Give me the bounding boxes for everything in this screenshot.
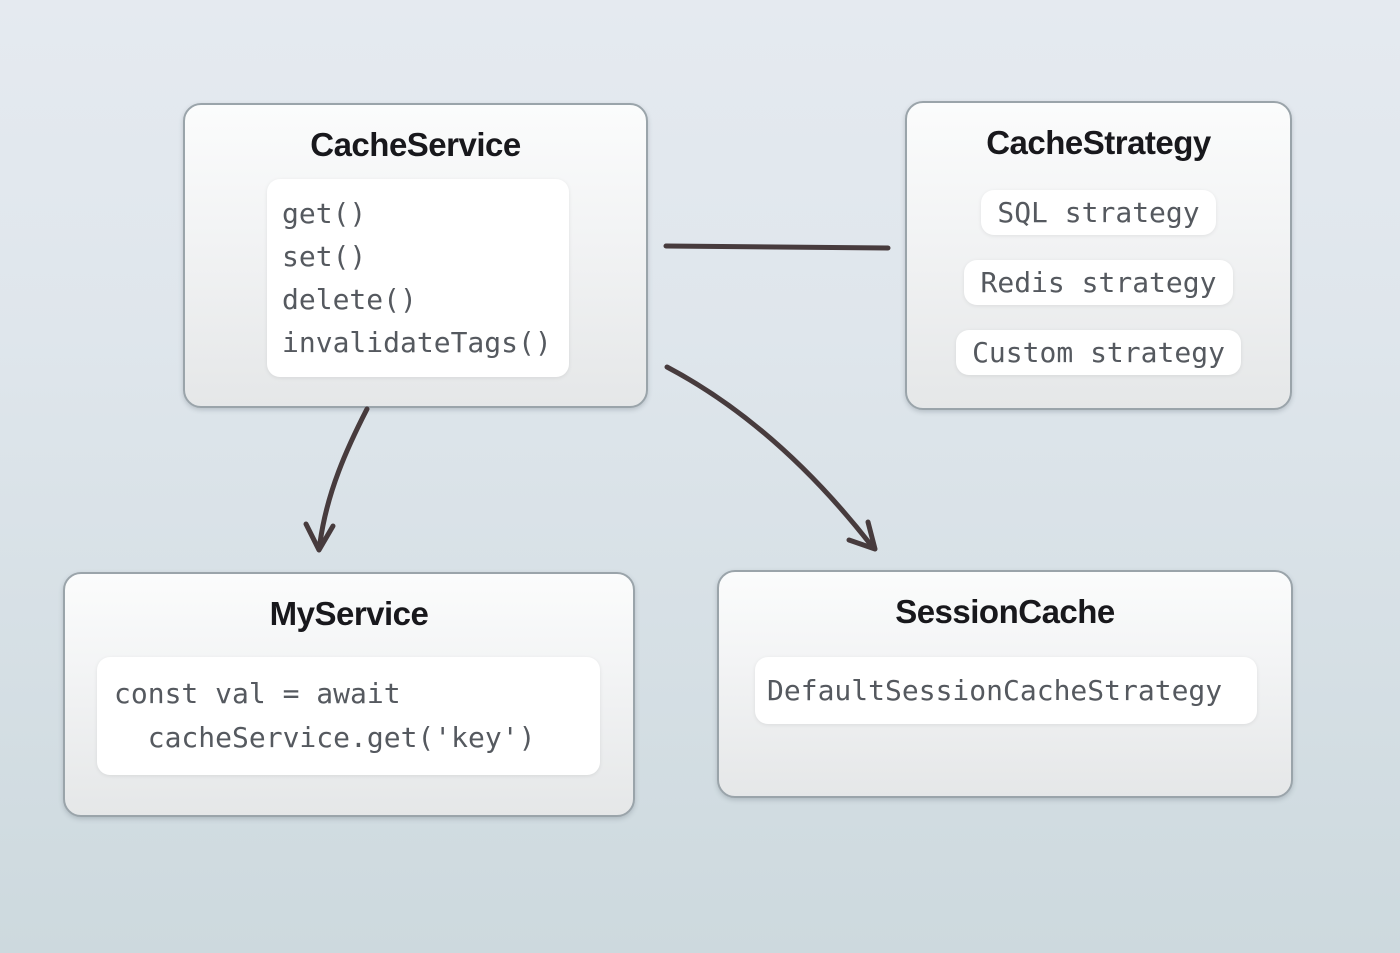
cache-service-methods-panel: get() set() delete() invalidateTags() bbox=[267, 179, 569, 377]
method-delete: delete() bbox=[282, 283, 417, 316]
cache-service-title: CacheService bbox=[310, 126, 521, 163]
cacheservice-to-myservice-arrowhead bbox=[303, 521, 336, 553]
my-service-code-panel: const val = await cacheService.get('key'… bbox=[97, 657, 600, 775]
default-session-cache-strategy-label: DefaultSessionCacheStrategy bbox=[767, 674, 1223, 707]
my-service-title: MyService bbox=[269, 595, 429, 632]
cacheservice-to-sessioncache-arrow bbox=[664, 364, 874, 548]
method-set: set() bbox=[282, 240, 367, 273]
strategy-pill-list: SQL strategy Redis strategy Custom strat… bbox=[907, 190, 1290, 375]
code-line-cacheservice-get: cacheService.get('key') bbox=[114, 721, 536, 754]
method-invalidate-tags: invalidateTags() bbox=[282, 326, 552, 359]
method-get: get() bbox=[282, 197, 367, 230]
cache-strategy-title: CacheStrategy bbox=[986, 124, 1211, 161]
session-cache-strategy-panel: DefaultSessionCacheStrategy bbox=[755, 657, 1257, 724]
cacheservice-cachestrategy-connector bbox=[663, 243, 891, 251]
code-line-const-await: const val = await bbox=[114, 677, 401, 710]
my-service-box: MyService const val = await cacheService… bbox=[63, 572, 635, 817]
session-cache-box: SessionCache DefaultSessionCacheStrategy bbox=[717, 570, 1293, 798]
session-cache-title: SessionCache bbox=[895, 593, 1115, 630]
cacheservice-to-sessioncache-arrowhead bbox=[846, 519, 878, 552]
sql-strategy-pill: SQL strategy bbox=[981, 190, 1216, 235]
custom-strategy-pill: Custom strategy bbox=[956, 330, 1241, 375]
cache-strategy-box: CacheStrategy SQL strategy Redis strateg… bbox=[905, 101, 1292, 410]
redis-strategy-pill: Redis strategy bbox=[964, 260, 1233, 305]
cacheservice-to-myservice-arrow bbox=[317, 406, 370, 546]
cache-service-box: CacheService get() set() delete() invali… bbox=[183, 103, 648, 408]
